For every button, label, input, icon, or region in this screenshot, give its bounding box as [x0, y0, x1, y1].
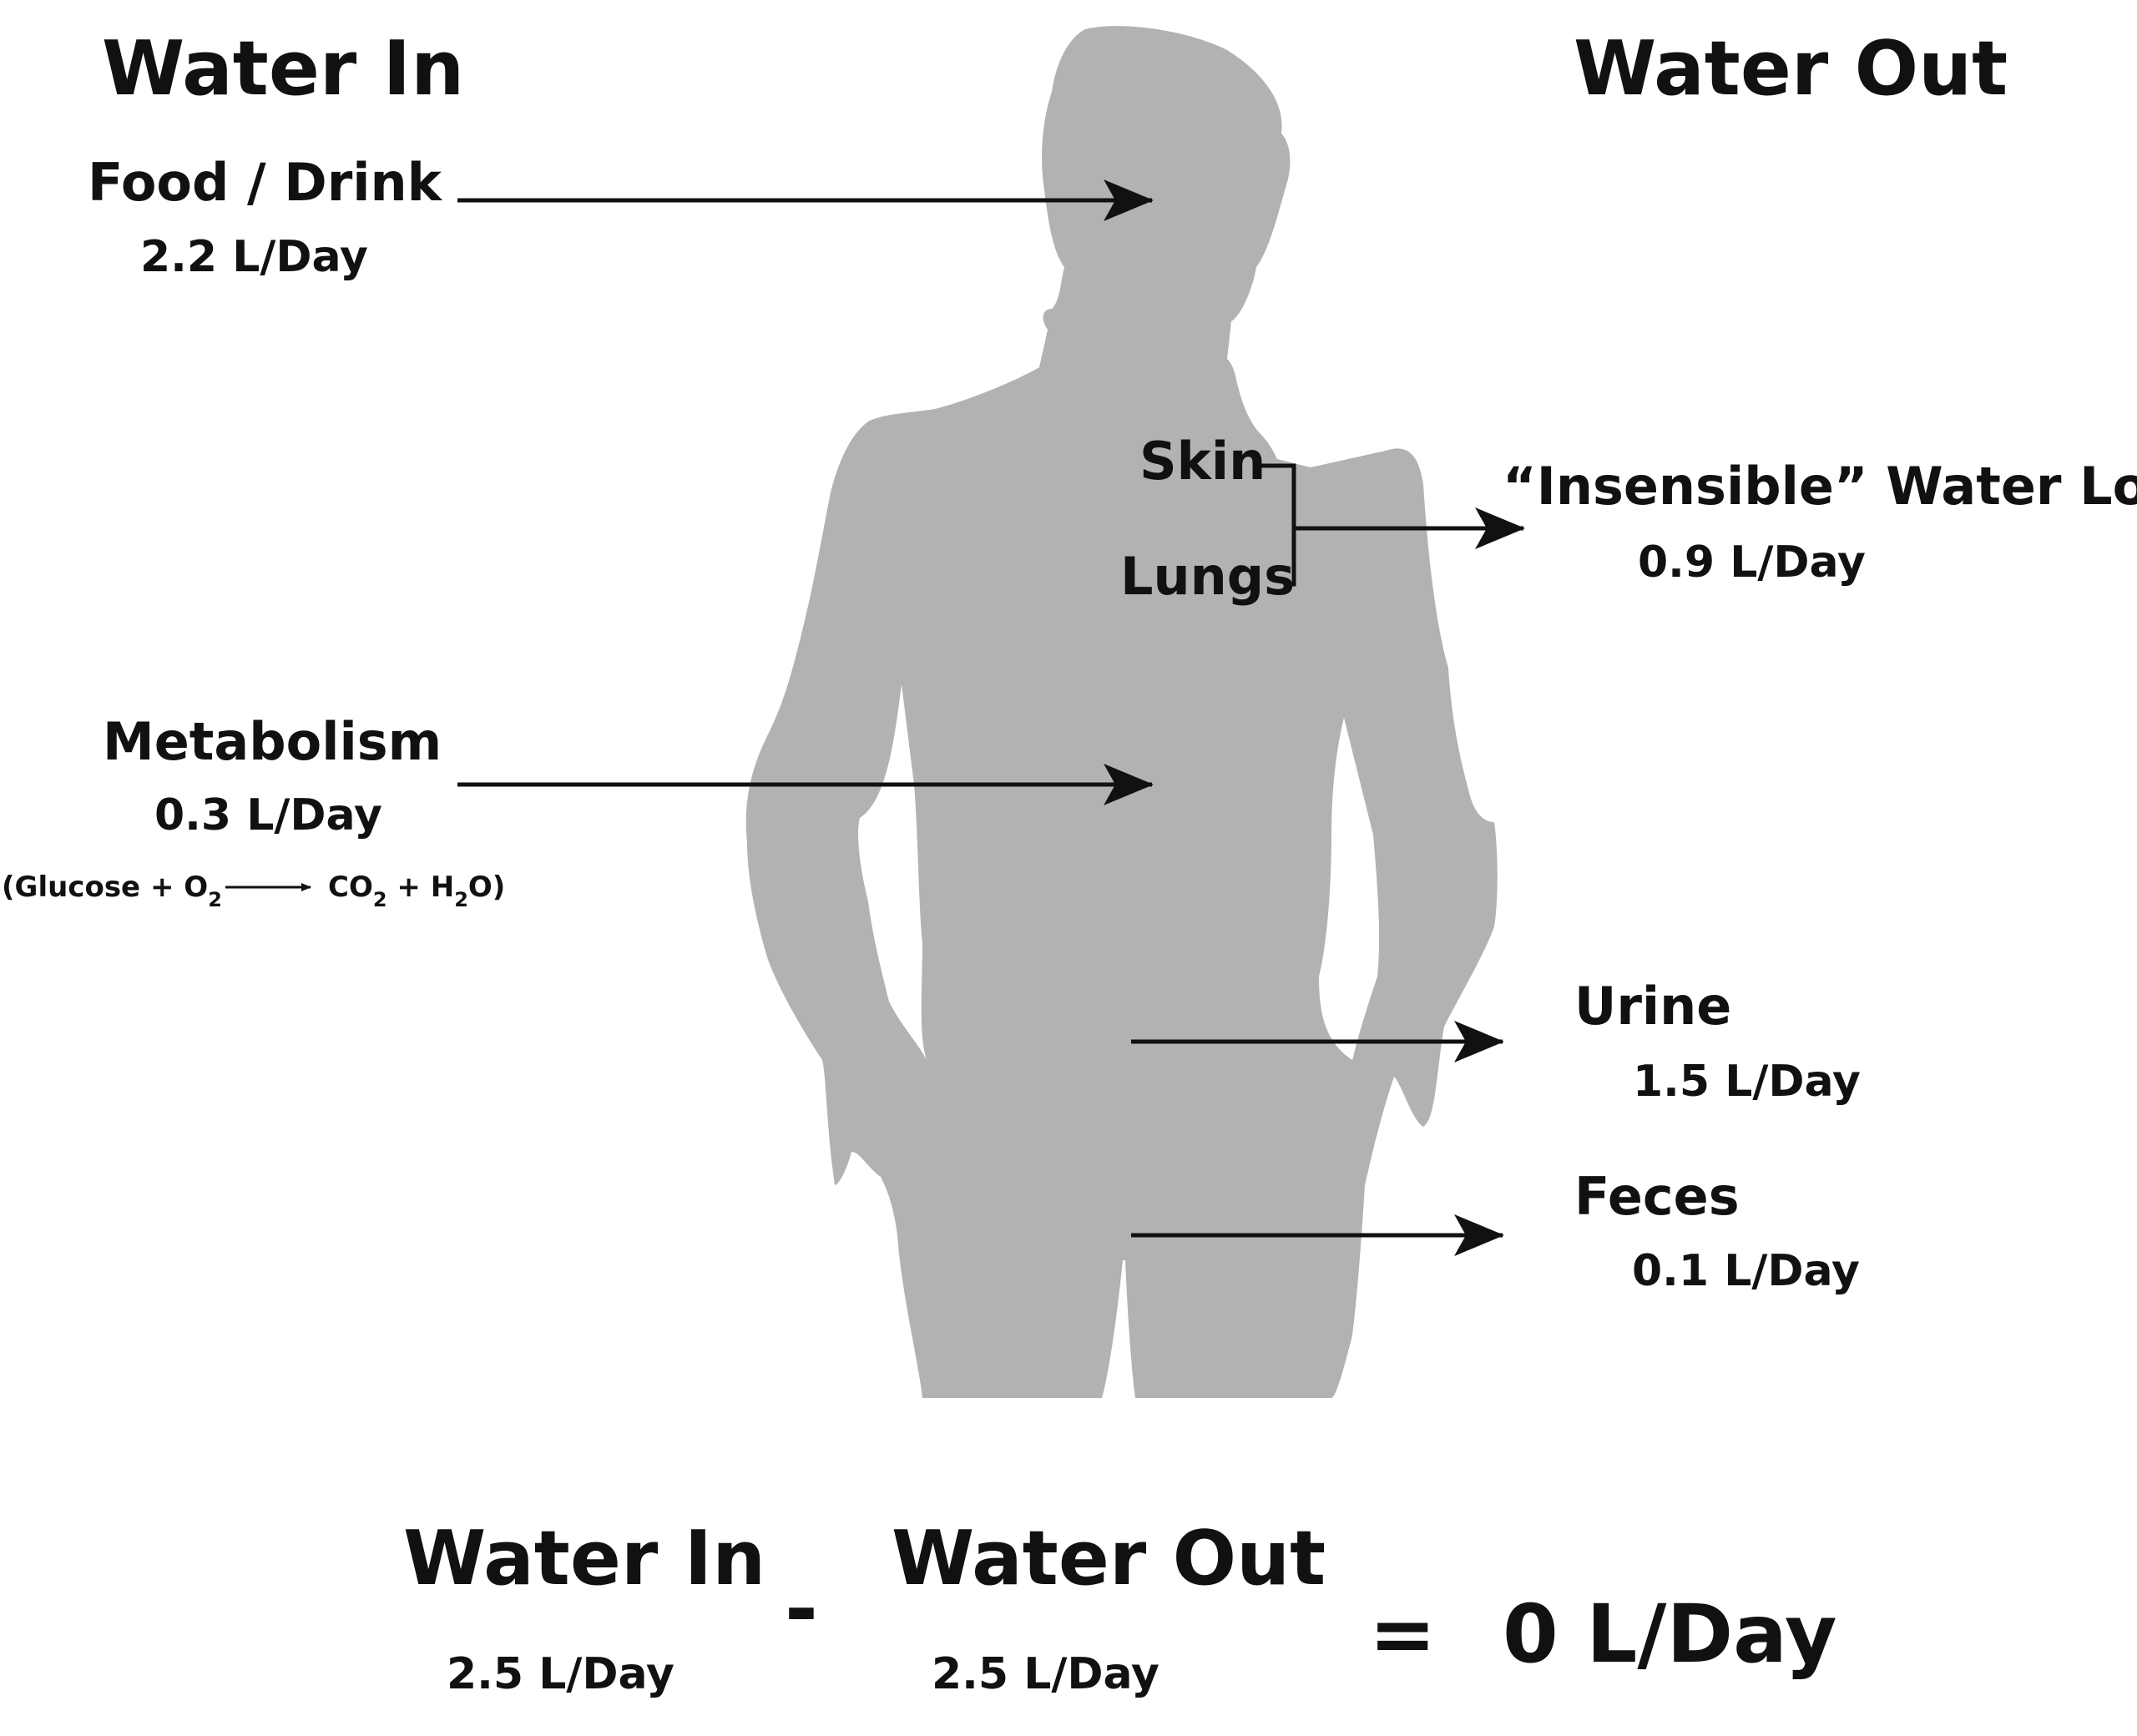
insensible-loss-label: “Insensible” Water Loss	[1503, 456, 2137, 517]
equation-water-in-value: 2.5 L/Day	[447, 1649, 674, 1699]
equation-water-in-label: Water In	[403, 1515, 766, 1602]
reaction-reactants: (Glucose + O	[2, 871, 209, 904]
water-in-header: Water In	[102, 25, 465, 113]
co2-subscript: 2	[372, 888, 387, 911]
food-drink-value: 2.2 L/Day	[140, 232, 368, 282]
reaction-close: O)	[467, 871, 506, 904]
equation-water-out-label: Water Out	[892, 1515, 1326, 1602]
insensible-loss-value: 0.9 L/Day	[1638, 537, 1866, 588]
lungs-label: Lungs	[1120, 546, 1296, 607]
metabolism-value: 0.3 L/Day	[154, 790, 382, 840]
metabolism-reaction-left: (Glucose + O2	[2, 871, 222, 910]
h2-subscript: 2	[454, 888, 468, 911]
reaction-plus-h: + H	[386, 871, 455, 904]
water-out-header: Water Out	[1574, 25, 2008, 113]
equation-minus-sign: -	[785, 1562, 818, 1656]
skin-label: Skin	[1139, 431, 1266, 492]
equation-equals-sign: =	[1369, 1587, 1437, 1681]
equation-result: 0 L/Day	[1503, 1587, 1837, 1681]
reaction-co2: CO	[328, 871, 373, 904]
equation-water-out-value: 2.5 L/Day	[932, 1649, 1159, 1699]
silhouette-body	[745, 26, 1498, 1398]
left-arm-gap	[858, 684, 927, 1060]
urine-value: 1.5 L/Day	[1633, 1057, 1861, 1107]
skin-lungs-bracket	[1259, 463, 1296, 587]
urine-label: Urine	[1574, 976, 1732, 1037]
food-drink-label: Food / Drink	[88, 152, 442, 213]
metabolism-label: Metabolism	[103, 711, 442, 772]
metabolism-reaction-right: CO2 + H2O)	[328, 871, 506, 910]
human-silhouette	[745, 26, 1498, 1398]
o2-subscript: 2	[208, 888, 222, 911]
feces-label: Feces	[1574, 1166, 1740, 1227]
feces-value: 0.1 L/Day	[1632, 1246, 1860, 1296]
right-arm-gap	[1319, 718, 1380, 1060]
